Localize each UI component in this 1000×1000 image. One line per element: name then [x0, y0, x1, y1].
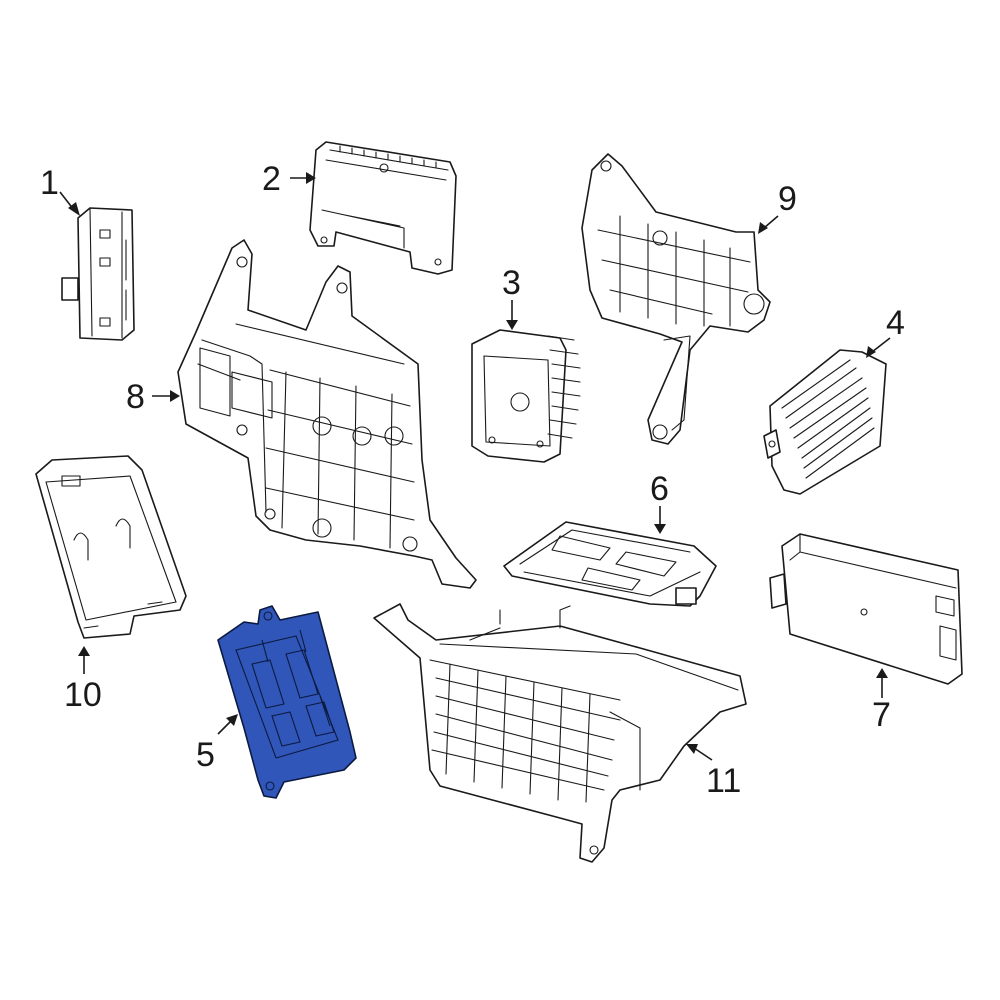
callout-6: 6 [650, 470, 669, 508]
part-5-control-module[interactable] [217, 605, 357, 799]
part-6-tray[interactable] [503, 521, 717, 607]
callout-4: 4 [886, 304, 905, 342]
part-2-module[interactable] [309, 141, 457, 275]
callout-1: 1 [40, 164, 59, 202]
callout-11: 11 [706, 762, 741, 800]
part-9-bracket[interactable] [581, 153, 771, 445]
part-4-module[interactable] [763, 349, 887, 495]
part-7-module[interactable] [769, 533, 963, 685]
leader-lines [59, 172, 891, 761]
callout-7: 7 [872, 696, 891, 734]
callout-2: 2 [262, 160, 281, 198]
callout-9: 9 [778, 180, 797, 218]
part-1-module[interactable] [61, 207, 135, 341]
callout-labels: 1 2 3 4 5 6 7 8 9 10 11 [40, 160, 905, 800]
part-8-bracket[interactable] [177, 239, 477, 589]
part-10-plate[interactable] [35, 455, 187, 639]
part-11-tray[interactable] [373, 603, 747, 863]
callout-10: 10 [64, 676, 102, 714]
callout-5: 5 [196, 736, 215, 774]
callout-8: 8 [126, 378, 145, 416]
callout-3: 3 [502, 264, 521, 302]
part-3-housing[interactable] [471, 329, 581, 463]
